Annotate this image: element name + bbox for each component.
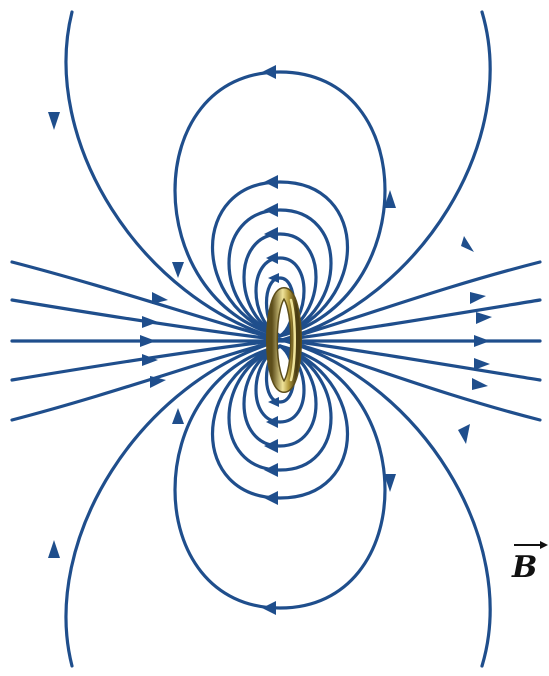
field-loop-bottom-4: [242, 344, 318, 448]
field-line-right-mid-upper: [280, 298, 542, 342]
arrow-loop-bottom-5: [266, 416, 278, 428]
arrow-loop-bottom-2: [264, 491, 278, 505]
arrow-outer-bottom-left: [48, 540, 60, 558]
arrow-outer-top-right: [461, 236, 474, 252]
arrow-loop-bottom-1-left: [172, 408, 184, 424]
arrow-right-lower: [472, 378, 488, 390]
field-line-left-lower: [10, 338, 284, 422]
arrow-left-mid-lower: [142, 354, 158, 366]
arrow-right-mid-upper: [476, 312, 492, 324]
vector-arrowhead-icon: [540, 541, 548, 549]
arrow-loop-top-6: [268, 273, 279, 283]
field-loop-bottom-5: [254, 344, 306, 424]
arrow-loop-bottom-6: [268, 397, 279, 407]
arrow-loop-bottom-1-right: [384, 474, 396, 492]
field-line-left-upper: [10, 260, 284, 342]
field-line-outer-bottom-right: [280, 338, 492, 668]
field-line-right-lower: [280, 338, 542, 422]
field-line-outer-top-left: [64, 10, 284, 342]
field-loop-top-2: [210, 180, 350, 338]
field-line-outer-bottom-left: [64, 338, 284, 668]
field-loop-top-3: [227, 208, 333, 338]
field-arrows: [48, 65, 492, 615]
arrow-loop-bottom-1: [262, 601, 276, 615]
arrow-left-mid-upper: [142, 316, 158, 328]
arrow-loop-top-1: [262, 65, 276, 79]
arrow-loop-top-1-left: [172, 262, 184, 278]
current-loop-ring-icon: [266, 287, 302, 393]
arrow-right-mid-lower: [474, 358, 490, 370]
arrow-loop-top-5: [266, 252, 278, 264]
field-loop-bottom-2: [210, 344, 350, 500]
field-line-left-mid-upper: [10, 298, 284, 342]
arrow-loop-bottom-4: [264, 439, 278, 453]
arrow-left-axis: [140, 335, 156, 347]
field-line-left-mid-lower: [10, 338, 284, 382]
arrow-left-lower: [150, 376, 166, 388]
arrow-loop-bottom-3: [264, 463, 278, 477]
arrow-loop-top-4: [264, 227, 278, 241]
field-loop-top-1: [173, 70, 387, 338]
field-label-b: B: [511, 550, 537, 585]
arrow-left-upper: [152, 292, 168, 304]
arrow-loop-top-3: [264, 203, 278, 217]
field-line-outer-top-right: [280, 10, 492, 342]
arrow-loop-top-1-right: [384, 190, 396, 208]
arrow-right-axis: [474, 335, 490, 347]
field-loop-bottom-3: [227, 344, 333, 472]
arrow-right-upper: [470, 292, 486, 304]
field-loop-top-5: [254, 256, 306, 338]
arrow-outer-bottom-right: [458, 424, 470, 444]
field-line-right-mid-lower: [280, 338, 542, 382]
field-lines: [10, 10, 542, 668]
arrow-loop-top-2: [264, 175, 278, 189]
field-loop-top-4: [242, 232, 318, 338]
field-loop-bottom-1: [173, 344, 387, 610]
arrow-outer-top-left: [48, 112, 60, 130]
field-vector-label: B: [511, 541, 548, 585]
field-line-right-upper: [280, 260, 542, 342]
